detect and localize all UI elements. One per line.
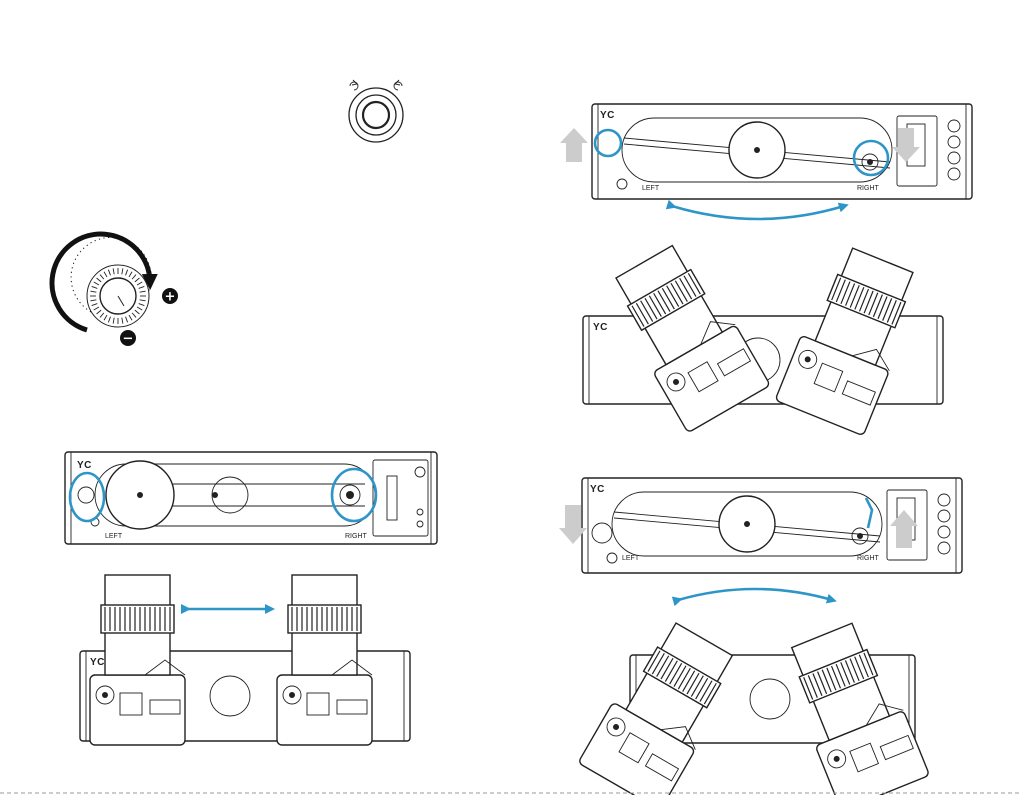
brand-logo-lower: YC: [90, 657, 105, 668]
right-label-tr: RIGHT: [857, 185, 880, 192]
minus-symbol: −: [123, 332, 134, 347]
rotate-cw-icon: [394, 80, 402, 90]
minus-icon: −: [120, 330, 136, 347]
slider-linear-panel: YC LEFT RIGHT YC: [65, 452, 437, 745]
right-label: RIGHT: [345, 533, 368, 540]
left-label: LEFT: [105, 533, 123, 540]
brand-logo-tr: YC: [600, 110, 615, 121]
tension-dial: [52, 234, 151, 330]
brand-logo-br: YC: [590, 484, 605, 495]
left-label-tr: LEFT: [642, 185, 660, 192]
brand-logo: YC: [77, 460, 92, 471]
rotation-knob: [349, 88, 403, 142]
brand-logo-tr2: YC: [593, 322, 608, 333]
tilt-motion-arrow-bottom: [678, 589, 832, 600]
rotate-ccw-icon: [350, 80, 358, 90]
tilt-motion-arrow-top: [672, 206, 844, 219]
plus-symbol: +: [165, 290, 176, 305]
slider-tilt-panel-top: YC LEFT RIGHT YC: [560, 104, 972, 436]
right-label-br: RIGHT: [857, 555, 880, 562]
plus-icon: +: [162, 288, 178, 305]
up-arrow-icon: [560, 128, 588, 162]
left-label-br: LEFT: [622, 555, 640, 562]
slider-tilt-panel-bottom: YC LEFT RIGHT: [559, 478, 962, 795]
